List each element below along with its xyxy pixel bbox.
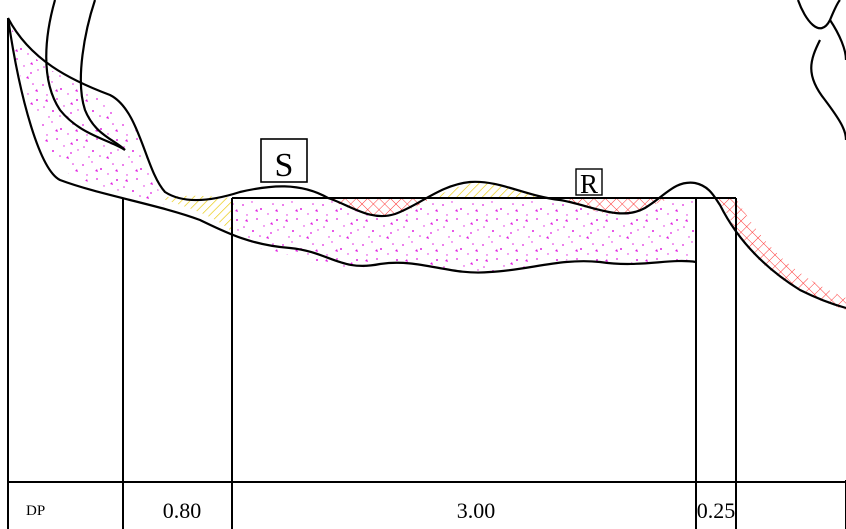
width-cell-3: 0.25: [697, 498, 736, 523]
main-speckle-region: [232, 198, 696, 273]
row-label-dp: DP: [26, 503, 45, 519]
red-grid-region-2: [560, 198, 672, 215]
top-wave-line: [327, 180, 846, 310]
left-slope-upper: [7, 17, 329, 202]
frame-lines: [7, 18, 846, 529]
label-r: R: [580, 169, 598, 199]
left-slope-lower: [6, 17, 697, 274]
yellow-hatch-hump: [432, 181, 545, 198]
label-s: S: [275, 147, 294, 184]
right-tree-curve-2: [810, 39, 846, 141]
width-cell-1: 0.80: [163, 498, 202, 523]
left-trunk-curve-2: [79, 0, 126, 151]
label-r-box: R: [575, 168, 603, 199]
red-grid-region-1: [325, 198, 432, 217]
left-trunk-curve-1: [45, 0, 126, 151]
right-tree-curve-3: [829, 19, 846, 61]
width-cell-2: 3.00: [457, 498, 496, 523]
label-s-box: S: [260, 138, 308, 184]
right-red-grid-region: [718, 198, 846, 310]
left-yellow-hatch-region: [160, 195, 232, 232]
